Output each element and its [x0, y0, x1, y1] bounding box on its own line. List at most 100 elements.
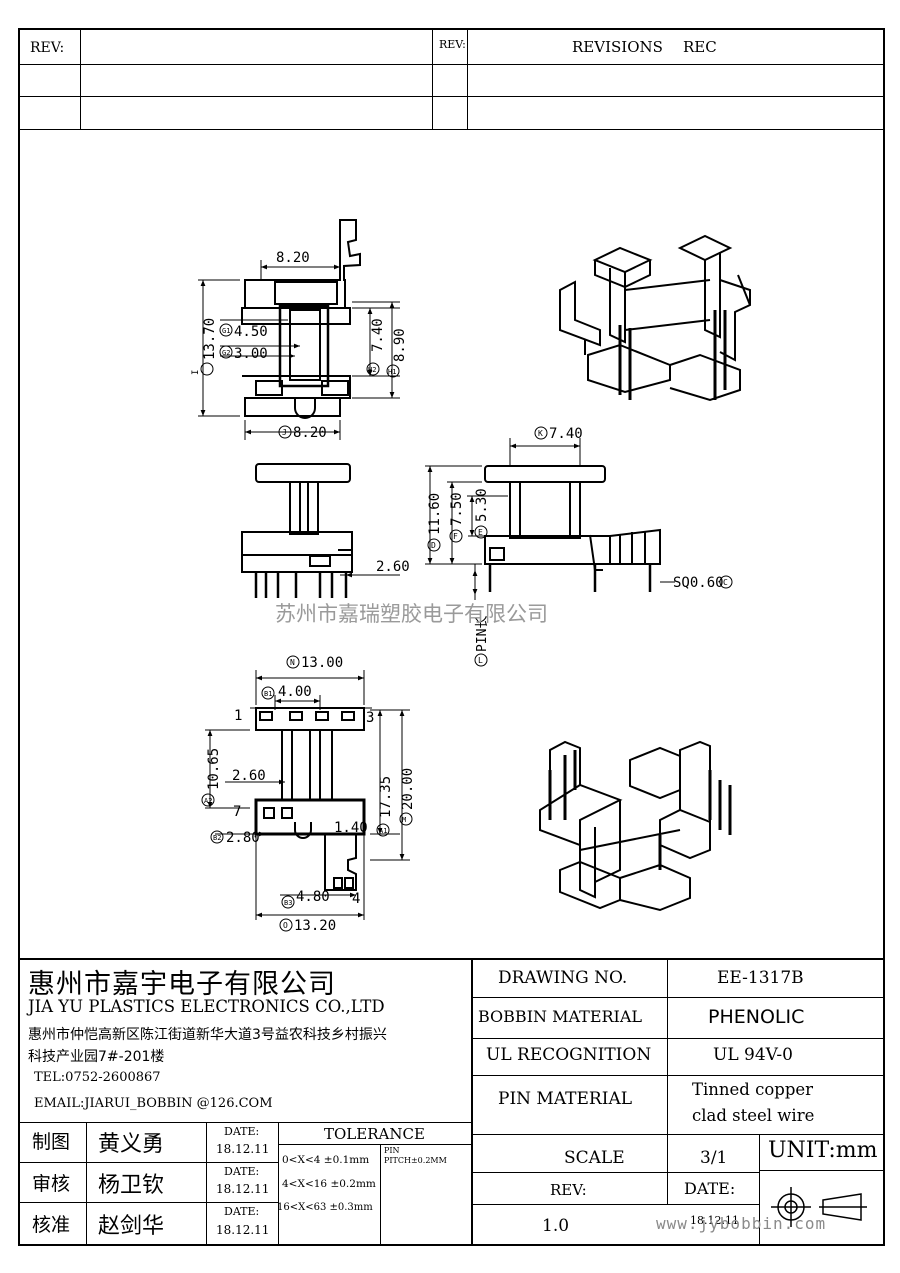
tolerance-row-0: 0<X<4 ±0.1mm	[282, 1154, 370, 1166]
label-b3: B3	[284, 899, 292, 907]
dim-pin-offset: 2.60	[376, 559, 410, 575]
dim-f: 7.50	[449, 492, 465, 526]
label-l: L	[478, 656, 483, 665]
drawing-no: EE-1317B	[717, 968, 804, 988]
label-f: F	[453, 532, 458, 541]
label-d: D	[431, 541, 436, 550]
label-g1: G1	[222, 327, 230, 335]
tolerance-pin-pitch: PITCH±0.2MM	[384, 1156, 447, 1165]
tolerance-row-1: 4<X<16 ±0.2mm	[282, 1178, 376, 1190]
dim-m: 20.00	[400, 768, 416, 810]
label-b1: B1	[264, 690, 272, 698]
dim-j: 8.20	[293, 425, 327, 441]
label-b2: B2	[213, 834, 221, 842]
dim-k: 7.40	[549, 426, 583, 442]
tolerance-pin-label: PIN	[384, 1146, 400, 1155]
dim-g2: 3.00	[234, 346, 268, 362]
dim-n: 13.00	[301, 655, 343, 671]
bobbin-material-label: BOBBIN MATERIAL	[478, 1007, 643, 1026]
pin-material-line-1: Tinned copper	[692, 1080, 814, 1099]
isometric-view-bottom	[539, 740, 732, 912]
dim-b2: 2.80	[226, 830, 260, 846]
pin-4-label: 4	[352, 891, 360, 907]
bobbin-material: PHENOLIC	[708, 1006, 805, 1028]
label-j: J	[282, 428, 287, 437]
label-g2: G2	[222, 349, 230, 357]
top-view-dims	[198, 260, 400, 440]
dim-total-height: 13.70	[202, 318, 218, 360]
rev-value: 1.0	[542, 1216, 570, 1236]
front-view	[484, 465, 661, 592]
dim-a2: 10.65	[206, 748, 222, 790]
scale-label: SCALE	[564, 1148, 625, 1168]
rec-header: REC	[683, 38, 717, 56]
rev-label-left: REV:	[30, 40, 65, 56]
label-k: K	[538, 429, 543, 438]
approval-role-0: 制图	[32, 1131, 71, 1153]
top-view	[241, 219, 361, 419]
rev-label-bottom: REV:	[550, 1181, 587, 1199]
dim-g1: 4.50	[234, 324, 268, 340]
label-pin-length: PIN长	[475, 616, 490, 652]
front-view-dims	[425, 438, 675, 600]
pin-material-label: PIN MATERIAL	[498, 1089, 633, 1109]
label-i: I	[191, 370, 201, 375]
dim-b3: 4.80	[296, 889, 330, 905]
ul-label: UL RECOGNITION	[486, 1045, 652, 1065]
approval-role-1: 审核	[32, 1173, 71, 1195]
dim-h2: 7.40	[370, 318, 386, 352]
tolerance-row-2: 16<X<63 ±0.3mm	[277, 1202, 373, 1213]
bottom-view	[254, 707, 366, 891]
approval-name-0: 黄义勇	[98, 1132, 165, 1157]
isometric-view-top	[559, 234, 751, 402]
dim-b1: 4.00	[278, 684, 312, 700]
dim-a1: 17.35	[378, 776, 394, 818]
label-c: C	[723, 578, 728, 587]
approval-date-label-1: DATE:	[224, 1165, 260, 1178]
pin-material-line-2: clad steel wire	[692, 1106, 815, 1125]
company-tel: TEL:0752-2600867	[34, 1070, 161, 1085]
approval-name-1: 杨卫钦	[98, 1173, 165, 1198]
approval-date-1: 18.12.11	[216, 1182, 270, 1196]
pin-7-label: 7	[233, 804, 241, 820]
approval-role-2: 核准	[32, 1214, 71, 1236]
scale-value: 3/1	[700, 1148, 728, 1168]
dim-pitch: 2.60	[232, 768, 266, 784]
label-circles	[200, 323, 733, 932]
bottom-view-dims	[205, 670, 410, 920]
dim-h1: 8.90	[392, 328, 408, 362]
dim-e: 5.30	[474, 488, 490, 522]
tolerance-header: TOLERANCE	[324, 1125, 425, 1143]
company-address-2: 科技产业园7#-201楼	[28, 1049, 165, 1065]
side-view	[241, 463, 353, 598]
technical-drawing: 8.20 I 13.70 G1 4.50 G2 3.00 H2 7.40 H1 …	[191, 219, 751, 934]
approval-date-label-0: DATE:	[224, 1125, 260, 1138]
watermark-company: 苏州市嘉瑞塑胶电子有限公司	[275, 602, 548, 626]
projection-symbol-icon	[771, 1187, 867, 1227]
pin-3-label: 3	[366, 710, 374, 726]
company-name-en: JIA YU PLASTICS ELECTRONICS CO.,LTD	[28, 997, 385, 1016]
dim-slot: 1.40	[334, 820, 368, 836]
dim-sq: SQ0.60	[673, 575, 724, 591]
rev-label-right: REV:	[439, 38, 466, 51]
company-address-1: 惠州市仲恺高新区陈江街道新华大道3号益农科技乡村振兴	[28, 1027, 387, 1043]
dim-top-width: 8.20	[276, 250, 310, 266]
company-email: EMAIL:JIARUI_BOBBIN @126.COM	[34, 1096, 273, 1111]
label-n: N	[290, 658, 295, 667]
label-h1: H1	[388, 368, 396, 376]
unit-label: UNIT:mm	[768, 1138, 878, 1163]
approval-name-2: 赵剑华	[98, 1214, 165, 1239]
date-value: 18.12.11	[690, 1214, 739, 1227]
label-h2: H2	[368, 366, 376, 374]
label-m: M	[402, 816, 406, 824]
dim-o: 13.20	[294, 918, 336, 934]
revisions-header: REVISIONS	[572, 38, 663, 56]
drawing-frame: REV: REV: REVISIONS REC	[18, 28, 885, 1246]
label-a1: A1	[379, 827, 387, 835]
label-o: O	[283, 921, 288, 930]
approval-date-2: 18.12.11	[216, 1223, 270, 1237]
label-a2: A2	[204, 797, 212, 805]
dim-d: 11.60	[427, 493, 443, 535]
company-name-cn: 惠州市嘉宇电子有限公司	[28, 969, 336, 1000]
date-label: DATE:	[684, 1179, 736, 1198]
